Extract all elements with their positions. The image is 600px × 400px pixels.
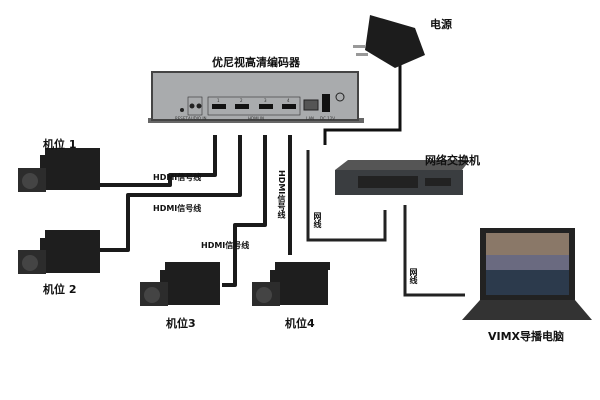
camera-2-label: 机位 2 [43,283,77,296]
switch-label: 网络交换机 [425,154,480,167]
power-label: 电源 [430,18,452,31]
laptop-icon [462,228,592,320]
power-adapter-icon [353,15,425,68]
dc-label: DC 12V [320,116,335,121]
lan-cables [306,150,465,297]
encoder-title: 优尼视高清编码器 [212,56,300,69]
port-number: 2 [240,98,243,103]
hdmi-cable-1 [100,135,217,187]
hdmi-cable-label-2: HDMI信号线 [153,204,202,213]
camera-3-label: 机位3 [166,317,196,330]
lan-cable-switch-computer [403,205,465,297]
computer-label: VIMX导播电脑 [488,330,565,343]
hdmi-cable-3 [222,135,267,287]
port-number: 4 [287,98,290,103]
network-switch-icon [335,160,470,195]
camera-2-icon [18,230,100,274]
port-number: 1 [217,98,220,103]
camera-1-icon [18,148,100,192]
camera-4-label: 机位4 [285,317,315,330]
lan-cable-label-2: 网线 [409,268,418,284]
camera-4-icon [252,262,330,306]
hdmi-cable-2 [100,135,242,252]
audio-in-label: AUDIO IN [188,116,207,121]
lan-cable-label-1: 网线 [313,212,322,228]
reset-label: RESET [175,116,188,121]
hdmi-cable-label-4: HDMI信号线 [277,170,286,219]
hdmi-cable-label-3: HDMI信号线 [201,241,250,250]
power-cable [323,55,402,145]
camera-1-label: 机位 1 [43,138,77,151]
port-number: 3 [264,98,267,103]
lan-cable-encoder-switch [306,150,387,242]
hdmi-cables [100,135,292,287]
hdmi-cable-label-1: HDMI信号线 [153,173,202,182]
camera-3-icon [140,262,220,306]
lan-label: LAN [306,116,315,121]
hdmi-in-label: HDMI IN [248,116,265,121]
encoder-device [148,71,364,123]
cameras [18,148,330,306]
